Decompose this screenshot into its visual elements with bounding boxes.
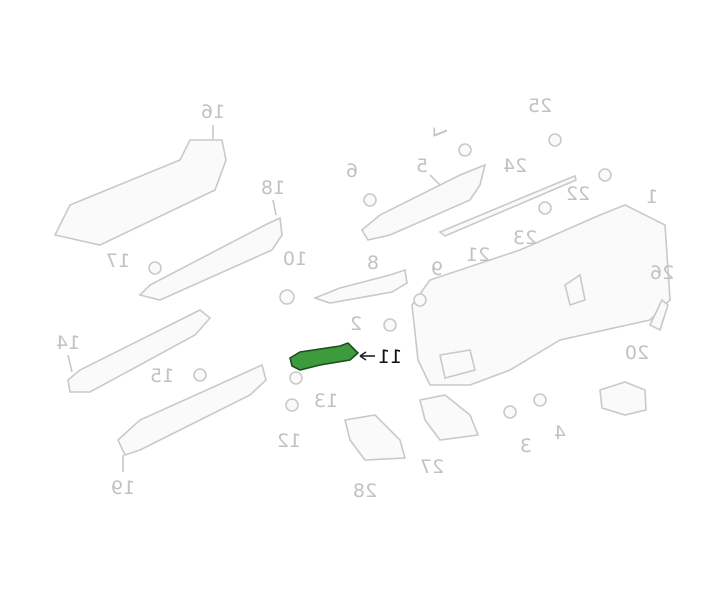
callout-22: 22	[566, 183, 590, 205]
callout-15: 15	[150, 365, 174, 387]
callout-24: 24	[503, 155, 527, 177]
part-18-absorber	[138, 199, 283, 301]
callout-10: 10	[283, 248, 307, 270]
callout-13: 13	[314, 390, 338, 412]
fasteners	[148, 133, 612, 419]
callout-1: 1	[646, 186, 658, 208]
part-16-reinforcement	[53, 125, 227, 246]
callout-21: 21	[466, 244, 490, 266]
callout-20: 20	[625, 342, 649, 364]
callout-labels: 16 7 25 6 5 24 22 1 18 23 21 17 10 8 9 2…	[56, 95, 674, 502]
callout-8: 8	[367, 252, 379, 274]
callout-2: 2	[350, 313, 362, 335]
callout-9: 9	[431, 258, 443, 280]
part-24-strip	[438, 174, 577, 237]
callout-19: 19	[111, 477, 135, 499]
part-28-cover	[344, 414, 407, 461]
callout-5: 5	[416, 155, 428, 177]
callout-16: 16	[201, 101, 225, 123]
part-27-cover	[419, 394, 480, 441]
callout-12: 12	[277, 430, 301, 452]
part-8-bracket	[312, 268, 408, 304]
part-14-bracket	[67, 309, 212, 393]
callout-27: 27	[420, 456, 444, 478]
callout-26: 26	[650, 262, 674, 284]
part-5-bracket	[360, 163, 487, 241]
callout-7: 7	[430, 126, 452, 138]
callout-23: 23	[513, 227, 537, 249]
part-11-highlighted-bracket	[289, 342, 375, 371]
callout-14: 14	[56, 332, 80, 354]
part-20-sensor	[599, 381, 647, 416]
part-19-lower-absorber	[117, 363, 267, 472]
callout-17: 17	[106, 250, 130, 272]
callout-4: 4	[554, 422, 566, 444]
callout-18: 18	[261, 177, 285, 199]
callout-6: 6	[346, 160, 358, 182]
callout-3: 3	[520, 435, 532, 457]
callout-11: 11	[378, 346, 402, 368]
part-26-clip	[648, 298, 669, 332]
callout-28: 28	[353, 480, 377, 502]
callout-25: 25	[528, 95, 552, 117]
part-1-bumper	[411, 204, 671, 386]
